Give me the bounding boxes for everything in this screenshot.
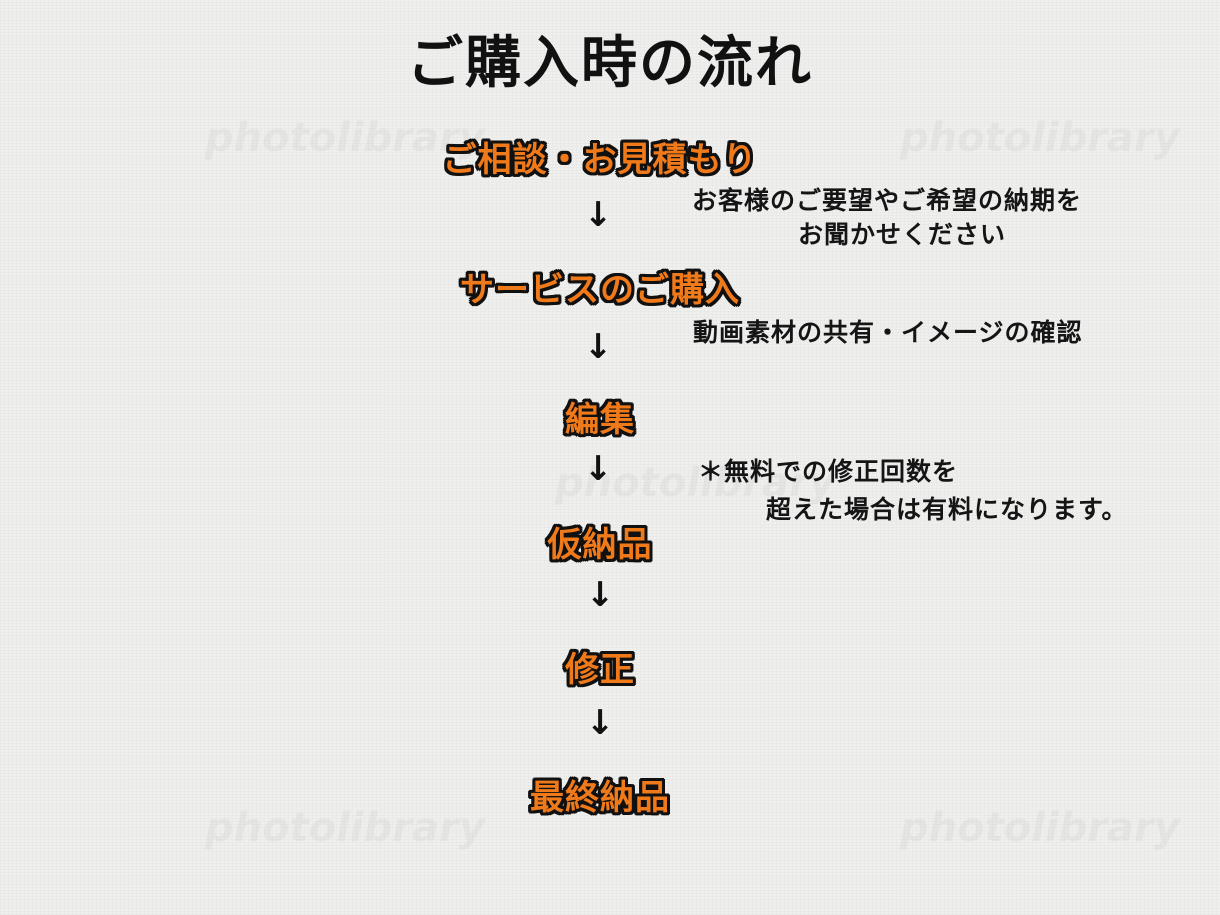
note-consultation-line2: お聞かせください xyxy=(798,220,1007,249)
note-purchase: 動画素材の共有・イメージの確認 xyxy=(693,318,1083,347)
down-arrow-icon: ↓ xyxy=(585,703,615,743)
page-title: ご購入時の流れ xyxy=(407,31,813,96)
watermark-top-right: photolibrary xyxy=(900,115,1180,161)
step-consultation: ご相談・お見積もり xyxy=(442,140,758,180)
step-provisional-delivery: 仮納品 xyxy=(547,525,653,565)
down-arrow-icon: ↓ xyxy=(585,575,615,615)
note-editing-line1: ＊無料での修正回数を xyxy=(698,457,959,486)
note-editing-line2: 超えた場合は有料になります。 xyxy=(766,495,1128,524)
down-arrow-icon: ↓ xyxy=(583,327,613,367)
step-editing: 編集 xyxy=(565,400,635,440)
note-consultation-line1: お客様のご要望やご希望の納期を xyxy=(692,186,1083,215)
down-arrow-icon: ↓ xyxy=(583,195,613,235)
watermark-bottom-right: photolibrary xyxy=(900,805,1180,851)
step-purchase: サービスのご購入 xyxy=(460,270,740,310)
down-arrow-icon: ↓ xyxy=(583,449,613,489)
step-revision: 修正 xyxy=(565,650,635,690)
step-final-delivery: 最終納品 xyxy=(530,778,670,818)
